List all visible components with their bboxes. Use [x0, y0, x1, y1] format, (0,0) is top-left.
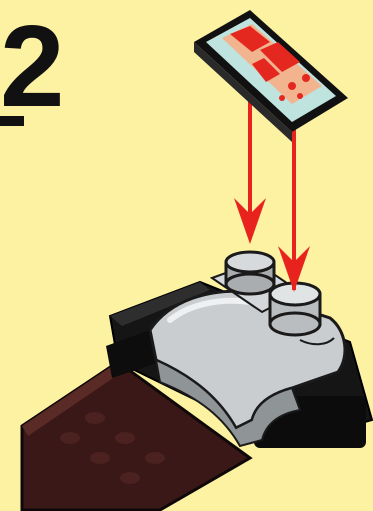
down-arrow-left-icon: [234, 100, 266, 244]
down-arrow-right-icon: [278, 116, 310, 292]
stud-left-icon: [226, 252, 274, 294]
printed-tile-icon: [194, 10, 348, 142]
